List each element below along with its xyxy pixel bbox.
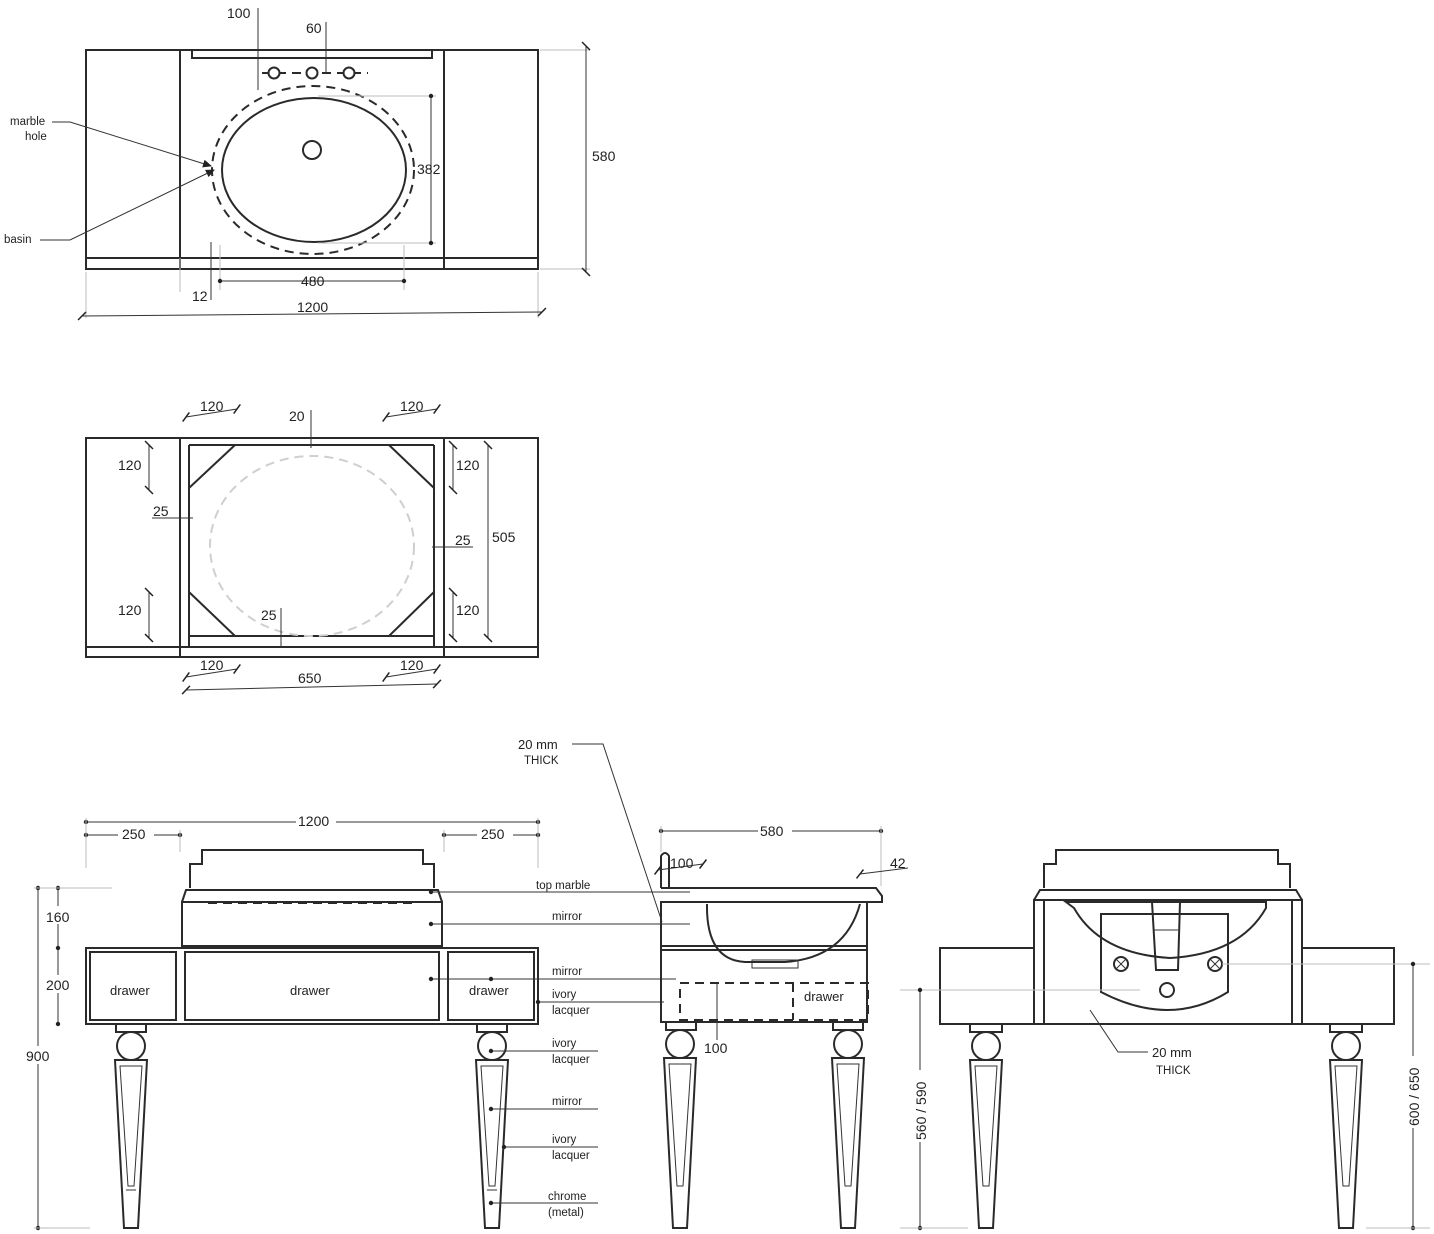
callout-ivory-lacquer-cabinet: ivory [552,989,577,1001]
plan-frame-view: 120 120 20 120 120 120 120 25 25 505 25 … [85,398,539,695]
note-20mm-thick: 20 mm [518,737,558,752]
dim-backsplash: 100 [670,855,694,871]
drawer-center-label: drawer [290,983,330,998]
dim-side-br: 120 [456,602,480,618]
backsplash [191,49,433,59]
rear-elevation: 560 / 590 600 / 650 20 mm THICK [900,849,1430,1231]
dim-total-width: 1200 [297,299,328,315]
callout-mirror-leg: mirror [552,1096,582,1108]
dim-waste-height: 560 / 590 [913,1081,929,1140]
dim-tap-offset: 100 [227,5,251,21]
dim-total-depth: 580 [592,148,616,164]
dim-corner-bl: 120 [200,657,224,673]
dim-supply-height: 600 / 650 [1406,1067,1422,1126]
tap-hole-left [267,66,281,80]
dim-inner-depth: 505 [492,529,516,545]
dim-drawer-height: 200 [46,977,70,993]
dim-top-rail: 20 [289,408,305,424]
dim-inner-width: 650 [298,670,322,686]
dim-side-tr: 120 [456,457,480,473]
dim-side-depth: 580 [760,823,784,839]
dim-corner-tr: 120 [400,398,424,414]
dim-corner-tl: 120 [200,398,224,414]
dim-side-bl: 120 [118,602,142,618]
dim-left-rail: 25 [153,503,169,519]
tap-hole-center [305,66,319,80]
leg-right [474,1023,510,1229]
drain-hole [302,140,322,160]
dim-tap-spacing: 60 [306,20,322,36]
dim-basin-depth: 382 [417,161,441,177]
basin-outline [221,97,407,243]
plan-top-view: 100 60 382 480 12 1200 580 marble hole b… [4,5,616,321]
callout-chrome: chrome [548,1191,586,1203]
callout-ivory-lacquer-ball: ivory [552,1038,577,1050]
drawer-right-label: drawer [469,983,509,998]
dim-edge: 12 [192,288,208,304]
side-drawer-label: drawer [804,989,844,1004]
callout-ivory-lacquer-cabinet-2: lacquer [552,1005,590,1017]
rear-note-thick: THICK [1156,1065,1191,1077]
side-leg-front [662,1021,698,1229]
tap-hole-right [342,66,356,80]
label-marble-hole: marble [10,116,45,128]
leg-left [113,1023,149,1229]
label-marble-hole-2: hole [25,131,47,143]
dim-basin-width: 480 [301,273,325,289]
callout-top-marble: top marble [536,880,590,892]
dim-upper-height: 160 [46,909,70,925]
dim-right-rail: 25 [455,532,471,548]
rear-leg-right [1328,1023,1364,1229]
callout-ivory-lacquer-leg: ivory [552,1134,577,1146]
rear-leg-left [968,1023,1004,1229]
waste-outlet [1159,982,1175,998]
dim-front-total-width: 1200 [298,813,329,829]
front-elevation: drawer drawer drawer 1200 250 [24,737,690,1231]
dim-right-wing: 250 [481,826,505,842]
marble-hole-outline [211,85,415,255]
drawer-left-label: drawer [110,983,150,998]
callout-ivory-lacquer-leg-2: lacquer [552,1150,590,1162]
note-thick: THICK [524,755,559,767]
label-basin: basin [4,234,32,246]
side-elevation: drawer 580 100 42 100 [653,822,909,1229]
dim-left-wing: 250 [122,826,146,842]
basin-ghost-outline [209,455,415,637]
dim-side-tl: 120 [118,457,142,473]
callout-mirror-upper: mirror [552,911,582,923]
side-leg-back [830,1021,866,1229]
dim-overhang: 42 [890,855,906,871]
dim-bottom-rail: 25 [261,607,277,623]
rear-note-20mm-thick: 20 mm [1152,1045,1192,1060]
callout-mirror-drawer: mirror [552,966,582,978]
dim-total-height: 900 [26,1048,50,1064]
dim-drawer-offset: 100 [704,1040,728,1056]
callout-chrome-2: (metal) [548,1207,584,1219]
dim-corner-br: 120 [400,657,424,673]
callout-ivory-lacquer-ball-2: lacquer [552,1054,590,1066]
